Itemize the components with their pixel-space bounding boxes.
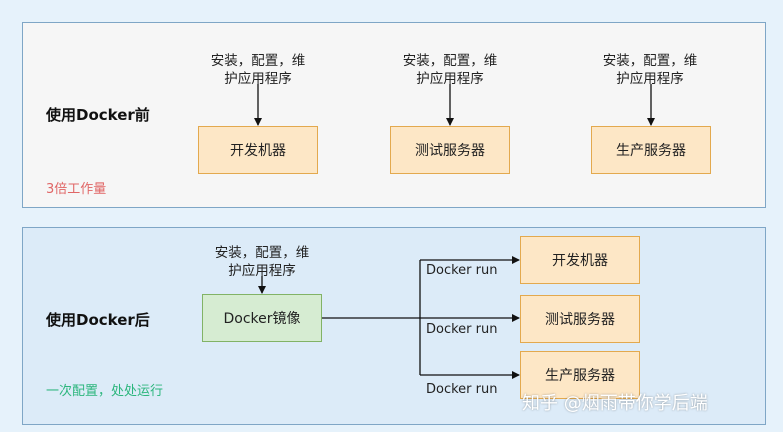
docker-image-box: Docker镜像 — [202, 294, 322, 342]
docker-run-label: Docker run — [426, 322, 498, 337]
setup-note-line2: 护应用程序 — [416, 71, 484, 87]
prod-server-box: 生产服务器 — [591, 126, 711, 174]
section-title-after: 使用Docker后 — [46, 311, 150, 329]
setup-note-line2: 护应用程序 — [616, 71, 684, 87]
setup-note: 安装，配置，维 护应用程序 — [204, 244, 320, 280]
setup-note-line1: 安装，配置，维 — [210, 53, 306, 69]
docker-run-label: Docker run — [426, 263, 498, 278]
test-server-box: 测试服务器 — [520, 295, 640, 343]
setup-note: 安装，配置，维 护应用程序 — [392, 52, 508, 88]
setup-note-line2: 护应用程序 — [228, 263, 296, 279]
test-server-box: 测试服务器 — [390, 126, 510, 174]
caption-after: 一次配置，处处运行 — [46, 384, 164, 399]
setup-note-line2: 护应用程序 — [224, 71, 292, 87]
watermark: 知乎 @烟雨带你学后端 — [522, 393, 708, 414]
dev-machine-box: 开发机器 — [198, 126, 318, 174]
setup-note-line1: 安装，配置，维 — [602, 53, 698, 69]
panel-before-docker — [22, 22, 766, 208]
setup-note-line1: 安装，配置，维 — [214, 245, 310, 261]
dev-machine-box: 开发机器 — [520, 236, 640, 284]
caption-before: 3倍工作量 — [46, 182, 107, 197]
section-title-before: 使用Docker前 — [46, 106, 150, 124]
setup-note: 安装，配置，维 护应用程序 — [592, 52, 708, 88]
docker-run-label: Docker run — [426, 382, 498, 397]
setup-note-line1: 安装，配置，维 — [402, 53, 498, 69]
prod-server-box: 生产服务器 — [520, 351, 640, 399]
panel-after-docker — [22, 227, 766, 425]
setup-note: 安装，配置，维 护应用程序 — [200, 52, 316, 88]
